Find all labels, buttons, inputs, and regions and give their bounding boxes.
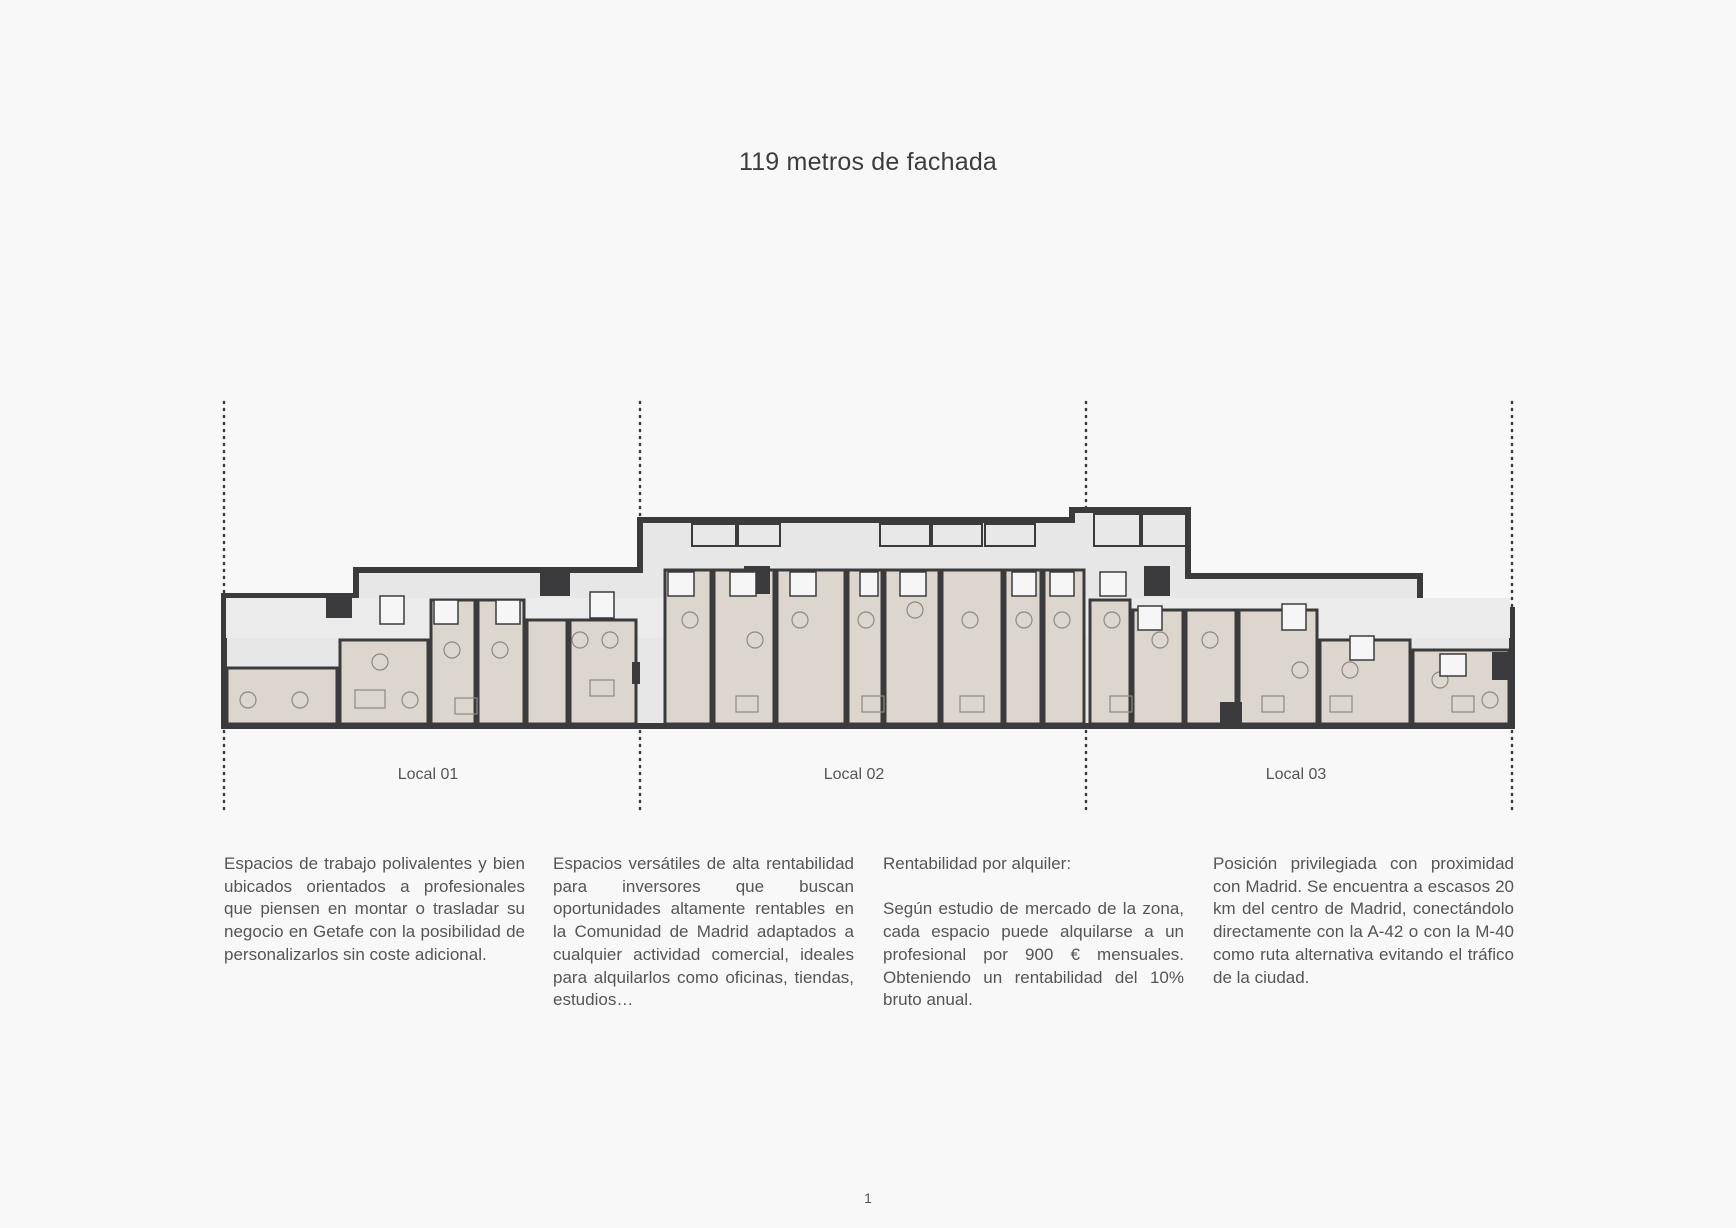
text-column-3: Rentabilidad por alquiler: Según estudio… xyxy=(883,853,1184,1012)
restrooms xyxy=(379,571,1467,677)
furniture xyxy=(239,601,1499,715)
page-number: 1 xyxy=(864,1190,872,1206)
column-2-paragraph: Espacios versátiles de alta rentabilidad… xyxy=(553,854,854,1010)
storage-rooms xyxy=(691,513,1187,547)
column-3-heading: Rentabilidad por alquiler: xyxy=(883,854,1072,873)
column-4-paragraph: Posición privilegiada con proximidad con… xyxy=(1213,854,1514,987)
local-02-label: Local 02 xyxy=(823,766,885,783)
text-column-4: Posición privilegiada con proximidad con… xyxy=(1213,853,1514,989)
text-column-1: Espacios de trabajo polivalentes y bien … xyxy=(224,853,525,967)
column-3-paragraph: Según estudio de mercado de la zona, cad… xyxy=(883,899,1184,1010)
page-title: 119 metros de fachada xyxy=(738,148,998,176)
structural-blocks xyxy=(326,566,1510,724)
column-1-paragraph: Espacios de trabajo polivalentes y bien … xyxy=(224,854,525,964)
text-column-2: Espacios versátiles de alta rentabilidad… xyxy=(553,853,854,1012)
local-01-label: Local 01 xyxy=(397,766,459,783)
local-03-label: Local 03 xyxy=(1265,766,1327,783)
